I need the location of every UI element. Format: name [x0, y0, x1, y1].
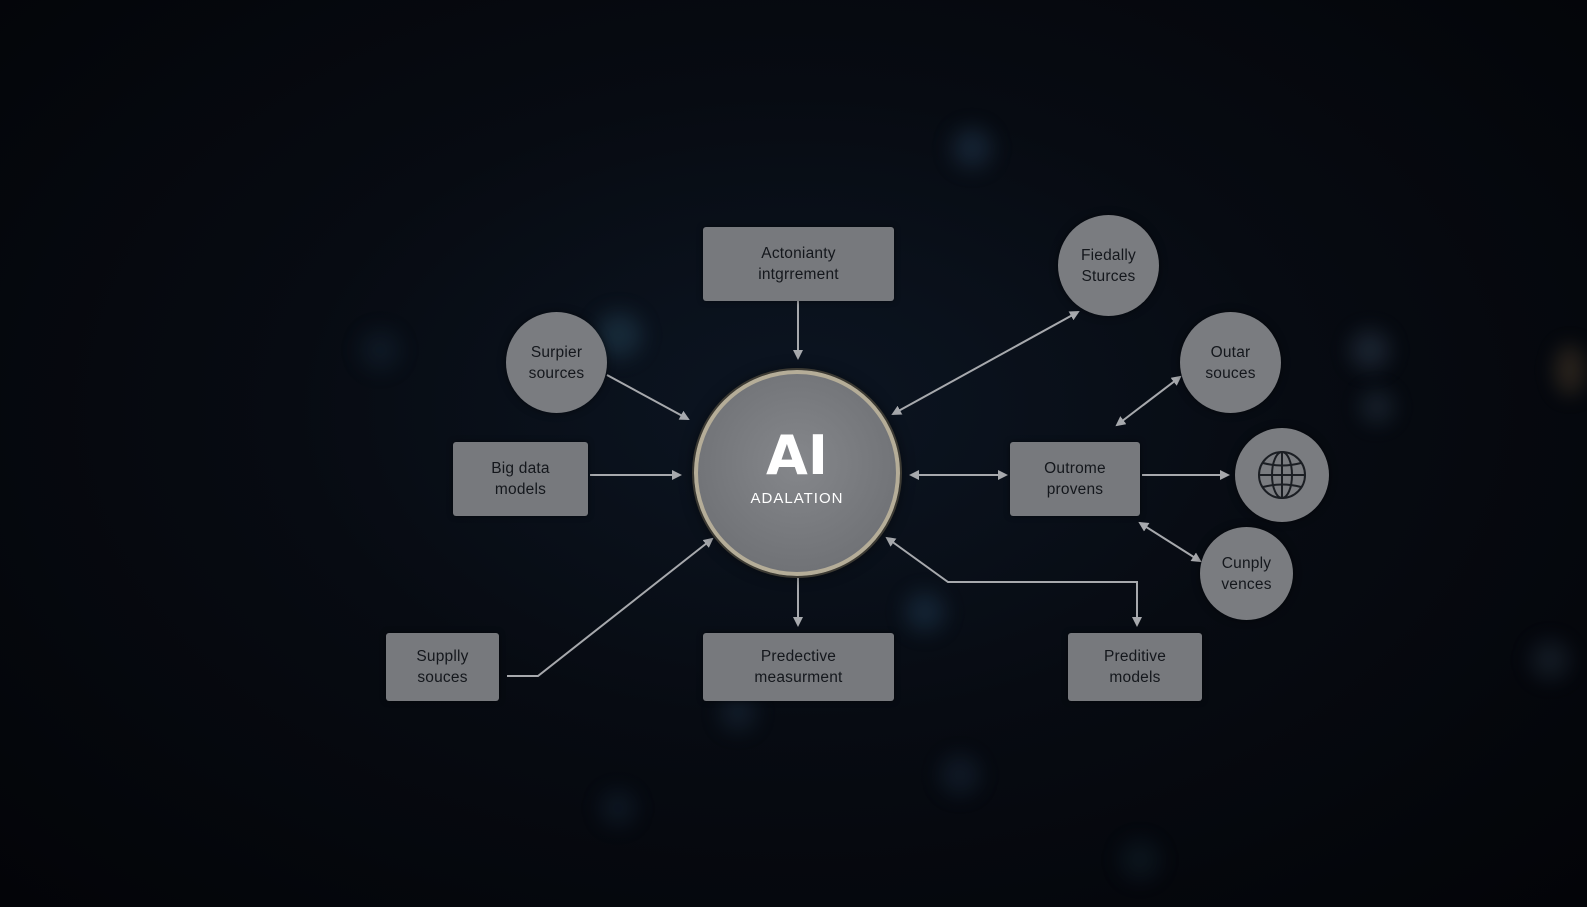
connector-surpier-to-hub: [606, 374, 690, 420]
node-supply-label: Supplly souces: [416, 648, 469, 686]
connector-hub-fiedally: [891, 311, 1080, 415]
node-outcome-label: Outrome provens: [1044, 460, 1106, 498]
connector-supply-to-hub: [507, 537, 714, 677]
node-outcome: Outrome provens: [1010, 442, 1140, 516]
node-bigdata: Big data models: [453, 442, 588, 516]
globe-icon: [1258, 451, 1306, 499]
node-autonomy: Actonianty intgrrement: [703, 227, 894, 301]
node-preditive: Preditive models: [1068, 633, 1202, 701]
node-surpier-label: Surpier sources: [528, 343, 585, 382]
node-globe: [1235, 428, 1329, 522]
hub-title: AI: [766, 424, 828, 487]
hub-subtitle: ADALATION: [750, 490, 844, 507]
node-predective-label: Predective measurment: [754, 648, 843, 686]
node-cunply-label: Cunply vences: [1221, 554, 1272, 593]
connector-outcome-cunply: [1138, 521, 1202, 563]
node-autonomy-label: Actonianty intgrrement: [758, 245, 839, 283]
hub-ai: AI ADALATION: [694, 370, 900, 576]
node-fiedally-label: Fiedally Sturces: [1080, 246, 1136, 285]
node-fiedally: Fiedally Sturces: [1058, 215, 1159, 316]
node-supply: Supplly souces: [386, 633, 499, 701]
node-outar-label: Outar souces: [1205, 343, 1256, 382]
node-preditive-label: Preditive models: [1103, 648, 1167, 686]
node-cunply: Cunply vences: [1200, 527, 1293, 620]
connector-outcome-outar: [1115, 375, 1182, 427]
node-outar: Outar souces: [1180, 312, 1281, 413]
node-bigdata-label: Big data models: [491, 460, 550, 498]
connector-hub-preditive: [885, 536, 1142, 627]
node-surpier: Surpier sources: [506, 312, 607, 413]
node-predective: Predective measurment: [703, 633, 894, 701]
